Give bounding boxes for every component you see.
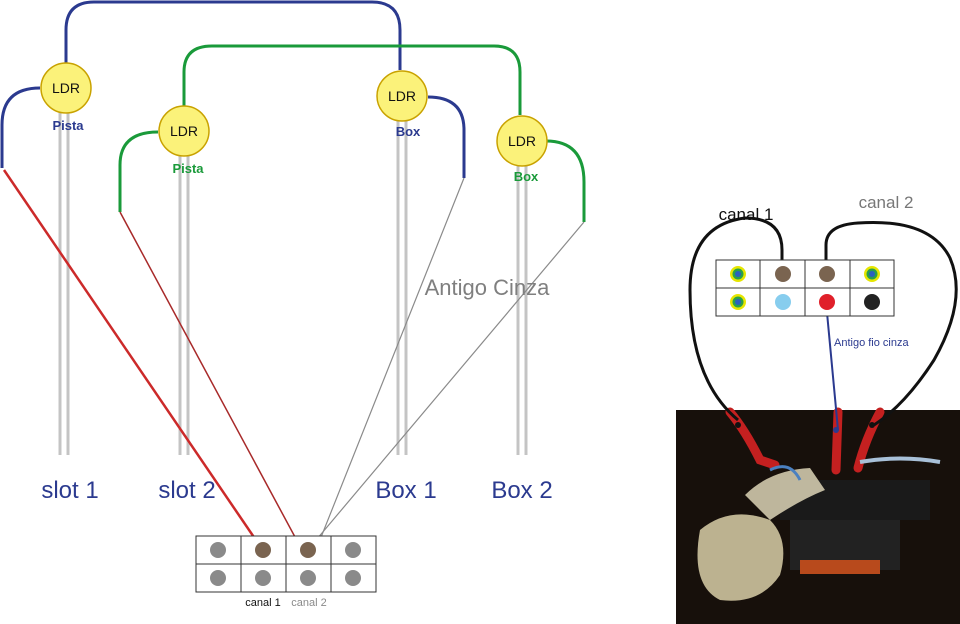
blue-wires: [0, 0, 466, 178]
slot-label-1: slot 1: [41, 477, 98, 504]
bottom-canal-1-label: canal 1: [245, 597, 280, 609]
slot-label-2: slot 2: [158, 477, 215, 504]
right-canal-2-label: canal 2: [859, 193, 914, 212]
slot-label-4: Box 2: [491, 477, 552, 504]
ldr-pista-1: LDR Pista: [40, 62, 92, 133]
ldr-tag: Pista: [52, 118, 84, 133]
ldr-box-2: LDR Box: [496, 115, 548, 184]
note-antigo-cinza: Antigo Cinza: [425, 275, 551, 300]
ldr-label: LDR: [508, 133, 536, 149]
bottom-connector: canal 1 canal 2: [195, 535, 377, 609]
right-connector: canal 1 canal 2 Antigo fio cinza: [688, 193, 958, 433]
ldr-label: LDR: [388, 88, 416, 104]
slot-rails: [58, 100, 528, 455]
slot-label-3: Box 1: [375, 477, 436, 504]
diagonal-wires: [2, 169, 585, 576]
ldr-label: LDR: [170, 123, 198, 139]
bottom-canal-2-label: canal 2: [291, 597, 326, 609]
ldr-tag: Pista: [172, 161, 204, 176]
ldr-label: LDR: [52, 80, 80, 96]
ldr-tag: Box: [396, 124, 421, 139]
right-canal-1-label: canal 1: [719, 205, 774, 224]
ldr-tag: Box: [514, 169, 539, 184]
right-note: Antigo fio cinza: [834, 337, 909, 349]
green-wires: [118, 44, 586, 222]
connector-photo: [676, 407, 960, 624]
ldr-pista-2: LDR Pista: [158, 105, 210, 176]
ldr-box-1: LDR Box: [376, 70, 428, 139]
